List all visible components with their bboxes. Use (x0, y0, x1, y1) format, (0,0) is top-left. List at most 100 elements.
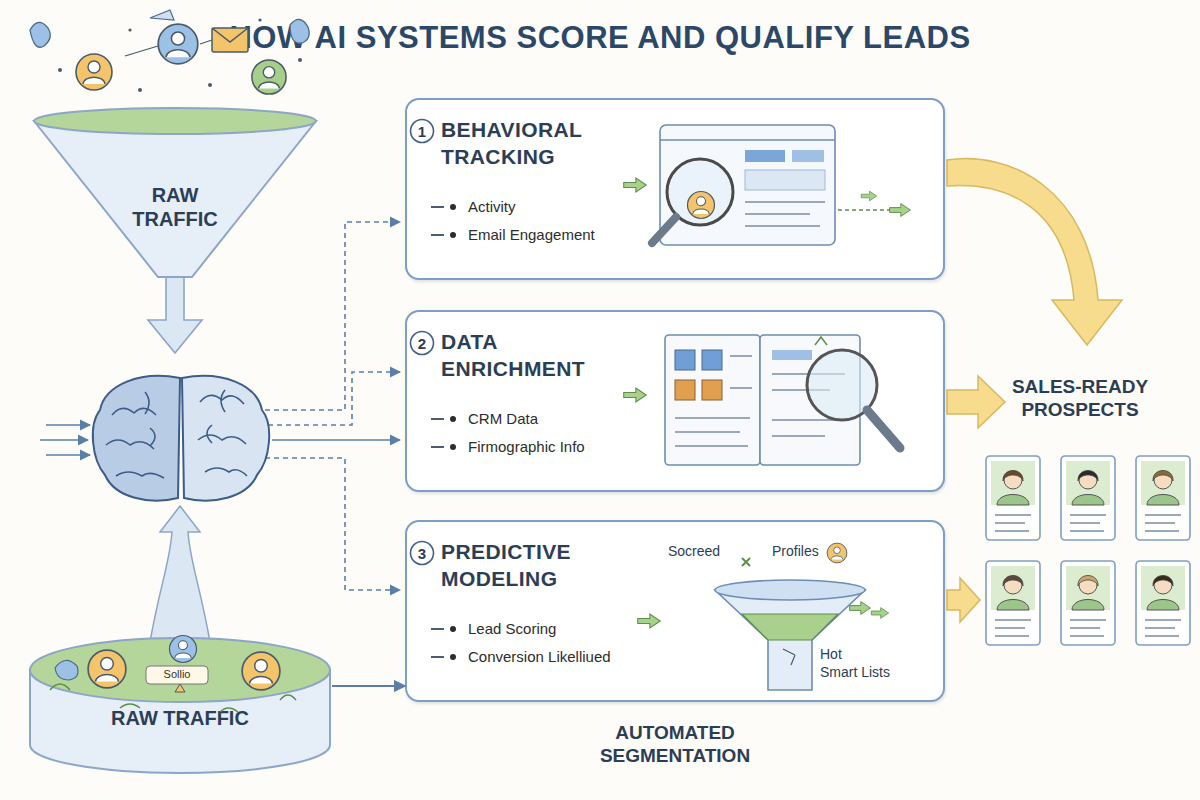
tracking-illustration (660, 139, 835, 140)
segmentation-funnel (742, 558, 750, 566)
enrichment-illustration (772, 419, 845, 421)
section-label: AUTOMATED SEGMENTATION (585, 722, 765, 768)
enrichment-illustration (730, 387, 752, 389)
traffic-icons (212, 28, 248, 42)
profile-card (986, 561, 1040, 645)
connector-group (332, 686, 405, 687)
text-wrap: 1 (409, 118, 435, 144)
bullet-dot (450, 444, 456, 450)
enrichment-illustration (772, 389, 830, 391)
callout-number: 1 (418, 123, 426, 140)
text-wrap: DATA ENRICHMENT (441, 328, 611, 383)
brain-links (272, 439, 400, 441)
segmentation-funnel (850, 602, 871, 615)
bullet-dot (450, 204, 456, 210)
funnel-rim (34, 108, 316, 134)
traffic-icons (258, 18, 261, 21)
diagram-title: HOW AI SYSTEMS SCORE AND QUALIFY LEADS (0, 20, 1200, 56)
text-wrap: Firmographic Info (431, 438, 585, 455)
enrichment-illustration (702, 380, 722, 400)
bullet-text: Lead Scoring (468, 620, 556, 637)
node-label: RAW TRAFFIC (132, 184, 218, 230)
traffic-icons (290, 19, 309, 43)
tracking-illustration (792, 150, 824, 162)
bullet-text: Conversion Likelliued (468, 648, 611, 665)
bullet-dash (431, 446, 444, 448)
section-label: SALES-READY PROSPECTS (995, 376, 1165, 422)
funnel-stem (148, 277, 202, 353)
tracking-illustration (652, 217, 676, 243)
ai-brain (182, 376, 269, 501)
traffic-icons (30, 10, 309, 94)
text-wrap: CRM Data (431, 410, 538, 427)
traffic-icons (158, 24, 198, 64)
profile-card (1061, 561, 1115, 645)
traffic-icons (212, 28, 248, 52)
traffic-funnel: RAW TRAFFIC (30, 105, 320, 355)
segmentation-funnel (871, 608, 888, 619)
text-wrap: 3 (409, 540, 435, 566)
ai-brain (145, 392, 149, 414)
platform-icons (146, 666, 208, 684)
enrichment-illustration (675, 350, 695, 370)
yellow-arrow (947, 159, 1122, 345)
tracking-illustration (745, 213, 810, 215)
traffic-icons (30, 22, 50, 47)
traffic-icons (58, 68, 62, 72)
tracking-illustration (667, 159, 733, 225)
platform-icons (50, 684, 296, 712)
enrichment-illustration (815, 337, 827, 345)
input-lines (40, 439, 88, 441)
node-label: RAW TRAFFIC (111, 707, 249, 729)
enrichment-illustration (675, 431, 740, 433)
tracking-illustration (861, 191, 877, 201)
bullet-dash (431, 418, 444, 420)
bullet-text: Firmographic Info (468, 438, 585, 455)
text-wrap: BEHAVIORAL TRACKING (441, 116, 611, 171)
funnel-body (34, 121, 316, 277)
tracking-illustration (745, 170, 825, 190)
text-wrap: Activity (431, 198, 516, 215)
platform-icons (242, 652, 280, 690)
ai-brain (112, 408, 156, 415)
profile-card (1078, 576, 1098, 587)
platform-icons (175, 684, 185, 692)
bullet-dot (450, 654, 456, 660)
segmentation-funnel (742, 614, 838, 640)
enrichment-illustration (807, 350, 877, 420)
process-box: 2 DATA ENRICHMENT CRM DataFirmographic Inf… (405, 310, 945, 492)
upward-flow-arrow (150, 506, 210, 642)
bullet-dot (450, 626, 456, 632)
traffic-icons (58, 18, 302, 92)
bullet-dash (431, 656, 444, 658)
enrichment-illustration (675, 445, 748, 447)
process-box: 1BEHAVIORAL TRACKINGActivityEmail Engage… (405, 98, 945, 280)
tracking-illustration (890, 204, 911, 217)
enrichment-illustration (675, 417, 750, 419)
traffic-icons (252, 60, 286, 94)
ai-brain (198, 435, 246, 444)
traffic-platform: RAW TRAFFIC (28, 630, 332, 775)
traffic-icons (298, 58, 302, 62)
text-wrap: RAW TRAFFIC (120, 183, 230, 231)
profile-card (1003, 471, 1023, 482)
upward-flow-arrow (150, 506, 210, 642)
platform-shape (28, 630, 332, 775)
tracking-illustration (660, 125, 835, 245)
profile-card (1153, 576, 1173, 587)
step-heading: PREDICTIVE MODELING (441, 540, 571, 590)
ai-brain (93, 376, 269, 501)
annotation-label: Smart Lists (820, 664, 890, 681)
bullet-dash (431, 206, 444, 208)
bullet-dot (450, 416, 456, 422)
step-number: 2 (409, 330, 435, 356)
callout-number: 2 (418, 335, 426, 352)
tracking-illustration (745, 225, 820, 227)
brain-links (265, 458, 400, 590)
annotation-label: Socreed (668, 543, 720, 560)
ai-brain (207, 425, 212, 443)
enrichment-illustration (867, 410, 900, 448)
traffic-icons (76, 54, 112, 90)
tracking-illustration (745, 150, 785, 162)
